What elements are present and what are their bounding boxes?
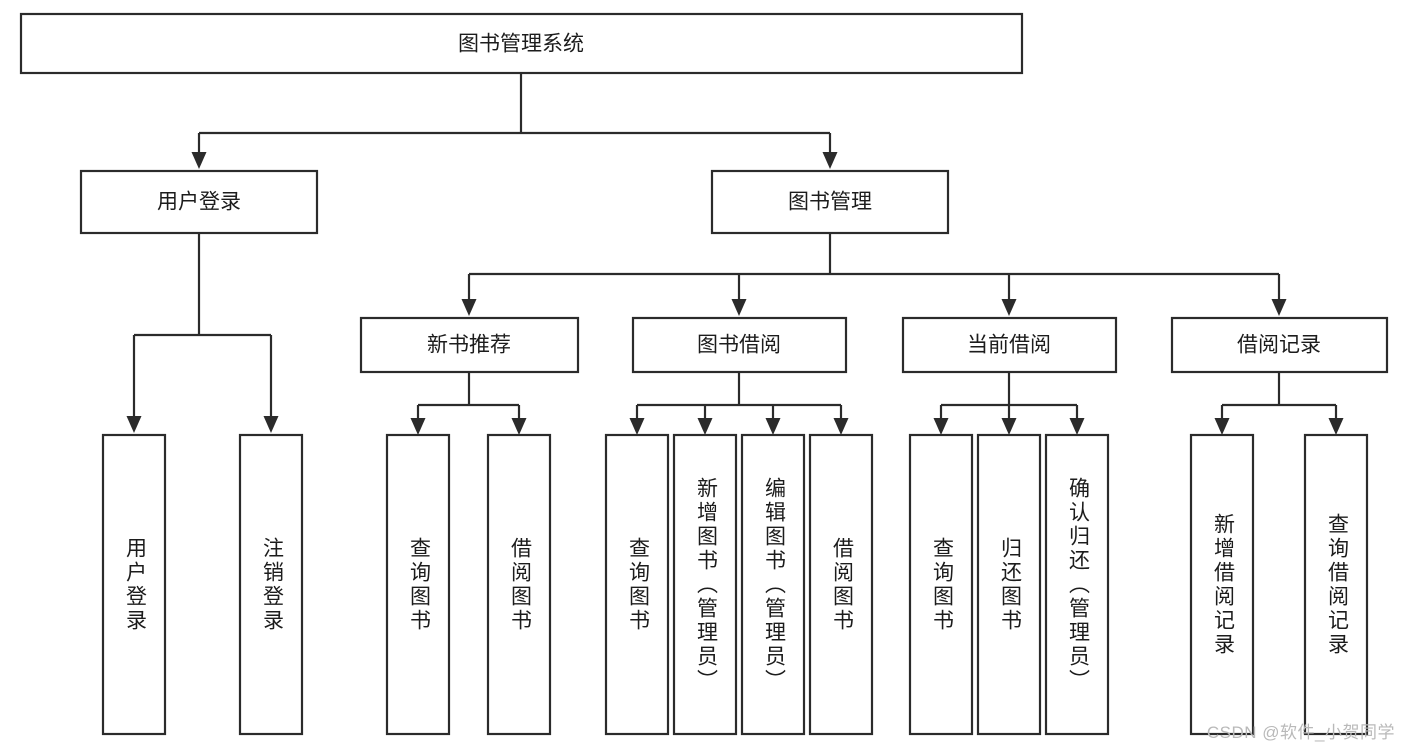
leaf-book-borrow-2-box[interactable] [672,433,738,736]
leaf-book-borrow-2-label: 新增图书（管理员） [694,477,718,693]
node-book-borrow[interactable]: 图书借阅 [631,316,848,374]
arrow-icon [1214,418,1230,435]
leaf-user-login-2[interactable]: 注销登录 [238,433,304,736]
arrow-icon [731,299,747,316]
arrow-icon [765,418,781,435]
leaf-book-borrow-4[interactable]: 借阅图书 [808,433,874,736]
leaf-user-login-2-box[interactable] [238,433,304,736]
arrow-icon [833,418,849,435]
leaf-new-book-2[interactable]: 借阅图书 [486,433,552,736]
arrow-icon [461,299,477,316]
leaf-book-borrow-2[interactable]: 新增图书（管理员） [672,433,738,736]
node-new-book-recommend-label: 新书推荐 [427,334,511,357]
leaf-user-login-1[interactable]: 用户登录 [101,433,167,736]
leaf-book-borrow-1-box[interactable] [604,433,670,736]
leaf-new-book-1-label: 查询图书 [407,537,431,633]
arrow-icon [191,152,207,169]
arrow-icon [1271,299,1287,316]
leaf-current-borrow-3[interactable]: 确认归还（管理员） [1044,433,1110,736]
node-new-book-recommend-box[interactable] [359,316,580,374]
arrow-icon [697,418,713,435]
node-book-manage-box[interactable] [710,169,950,235]
arrow-icon [410,418,426,435]
node-user-login[interactable]: 用户登录 [79,169,319,235]
node-root-label: 图书管理系统 [458,33,584,56]
leaf-book-borrow-3-box[interactable] [740,433,806,736]
leaf-current-borrow-2-label: 归还图书 [998,537,1022,633]
leaf-user-login-1-box[interactable] [101,433,167,736]
arrow-icon [263,416,279,433]
node-new-book-recommend[interactable]: 新书推荐 [359,316,580,374]
leaf-book-borrow-3[interactable]: 编辑图书（管理员） [740,433,806,736]
node-book-manage-label: 图书管理 [788,191,872,214]
node-book-borrow-label: 图书借阅 [697,334,781,357]
node-root-box[interactable] [19,12,1024,75]
node-user-login-label: 用户登录 [157,191,241,214]
node-borrow-record-box[interactable] [1170,316,1389,374]
leaf-book-borrow-3-label: 编辑图书（管理员） [762,477,786,693]
leaf-borrow-record-2-label: 查询借阅记录 [1325,513,1349,657]
arrow-icon [822,152,838,169]
leaf-current-borrow-1-box[interactable] [908,433,974,736]
leaf-current-borrow-3-label: 确认归还（管理员） [1066,477,1090,693]
leaf-new-book-2-box[interactable] [486,433,552,736]
connector-layer [126,73,1344,435]
csdn-watermark: CSDN @软件_小贺同学 [1206,723,1395,742]
node-current-borrow[interactable]: 当前借阅 [901,316,1118,374]
leaf-borrow-record-1[interactable]: 新增借阅记录 [1189,433,1255,736]
leaf-current-borrow-1-label: 查询图书 [930,537,954,633]
leaf-book-borrow-4-box[interactable] [808,433,874,736]
arrow-icon [933,418,949,435]
node-borrow-record-label: 借阅记录 [1237,334,1321,357]
arrow-icon [511,418,527,435]
leaf-current-borrow-2-box[interactable] [976,433,1042,736]
leaf-borrow-record-1-box[interactable] [1189,433,1255,736]
leaf-book-borrow-4-label: 借阅图书 [830,537,854,633]
arrow-icon [126,416,142,433]
leaf-book-borrow-1-label: 查询图书 [626,537,650,633]
node-user-login-box[interactable] [79,169,319,235]
leaf-borrow-record-1-label: 新增借阅记录 [1211,513,1235,657]
node-current-borrow-label: 当前借阅 [967,334,1051,357]
leaf-book-borrow-1[interactable]: 查询图书 [604,433,670,736]
leaf-current-borrow-2[interactable]: 归还图书 [976,433,1042,736]
arrow-icon [629,418,645,435]
leaf-current-borrow-1[interactable]: 查询图书 [908,433,974,736]
leaf-current-borrow-3-box[interactable] [1044,433,1110,736]
node-current-borrow-box[interactable] [901,316,1118,374]
leaf-new-book-1[interactable]: 查询图书 [385,433,451,736]
leaf-user-login-2-label: 注销登录 [260,537,284,633]
leaf-borrow-record-2[interactable]: 查询借阅记录 [1303,433,1369,736]
node-book-borrow-box[interactable] [631,316,848,374]
node-borrow-record[interactable]: 借阅记录 [1170,316,1389,374]
leaf-user-login-1-label: 用户登录 [123,537,147,633]
leaf-borrow-record-2-box[interactable] [1303,433,1369,736]
arrow-icon [1069,418,1085,435]
node-root[interactable]: 图书管理系统 [19,12,1024,75]
leaf-new-book-1-box[interactable] [385,433,451,736]
node-book-manage[interactable]: 图书管理 [710,169,950,235]
arrow-icon [1001,418,1017,435]
arrow-icon [1328,418,1344,435]
arrow-icon [1001,299,1017,316]
leaf-new-book-2-label: 借阅图书 [508,537,532,633]
